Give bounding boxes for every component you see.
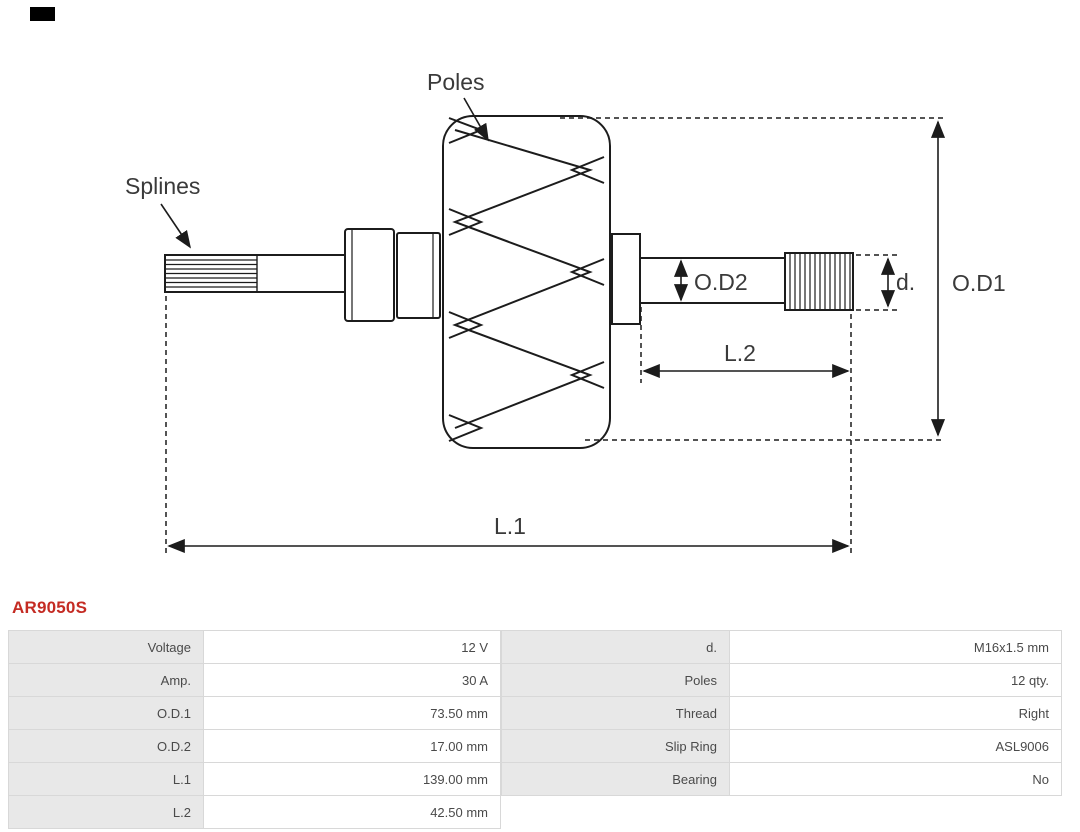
spec-label: Bearing: [501, 762, 730, 796]
spec-value: 30 A: [203, 663, 501, 697]
label-d: d.: [896, 269, 915, 295]
spec-label: Poles: [501, 663, 730, 697]
label-l1: L.1: [494, 513, 526, 539]
spline-grooves: [166, 259, 257, 288]
label-poles: Poles: [427, 69, 485, 95]
rotor-claw-poles: [452, 129, 594, 429]
leader-poles: [463, 97, 489, 142]
slip-ring-collar: [611, 233, 641, 325]
spec-value: 73.50 mm: [203, 696, 501, 730]
spec-value: No: [729, 762, 1062, 796]
spec-row: Amp.30 A: [8, 663, 501, 697]
thread-lines: [789, 253, 851, 310]
rotor-body: [442, 115, 611, 449]
part-number: AR9050S: [12, 598, 88, 617]
label-l2: L.2: [724, 340, 756, 366]
leader-splines: [160, 203, 191, 249]
shaft-collar-1: [344, 228, 395, 322]
label-splines: Splines: [125, 173, 200, 199]
spec-label: Thread: [501, 696, 730, 730]
spec-row: d.M16x1.5 mm: [501, 630, 1062, 664]
spec-label: Amp.: [8, 663, 204, 697]
spec-label: O.D.1: [8, 696, 204, 730]
spec-value: 17.00 mm: [203, 729, 501, 763]
spec-label: L.1: [8, 762, 204, 796]
spec-value: M16x1.5 mm: [729, 630, 1062, 664]
spec-value: 12 V: [203, 630, 501, 664]
spec-label: O.D.2: [8, 729, 204, 763]
label-od2: O.D2: [694, 269, 748, 295]
logo-mark: [30, 7, 55, 21]
rotor-technical-drawing: Splines Poles O.D2 d. O.D1 L.2 L.1: [125, 69, 1006, 556]
shaft-collar-2: [396, 232, 441, 319]
spec-label: d.: [501, 630, 730, 664]
spec-value: 139.00 mm: [203, 762, 501, 796]
spec-value: 42.50 mm: [203, 795, 501, 829]
threaded-end: [784, 252, 854, 311]
spec-value: 12 qty.: [729, 663, 1062, 697]
claw-tip-notches: [448, 117, 605, 442]
spec-value: Right: [729, 696, 1062, 730]
spec-label: Voltage: [8, 630, 204, 664]
spec-label: L.2: [8, 795, 204, 829]
spec-value: ASL9006: [729, 729, 1062, 763]
spec-label: Slip Ring: [501, 729, 730, 763]
label-od1: O.D1: [952, 270, 1006, 296]
